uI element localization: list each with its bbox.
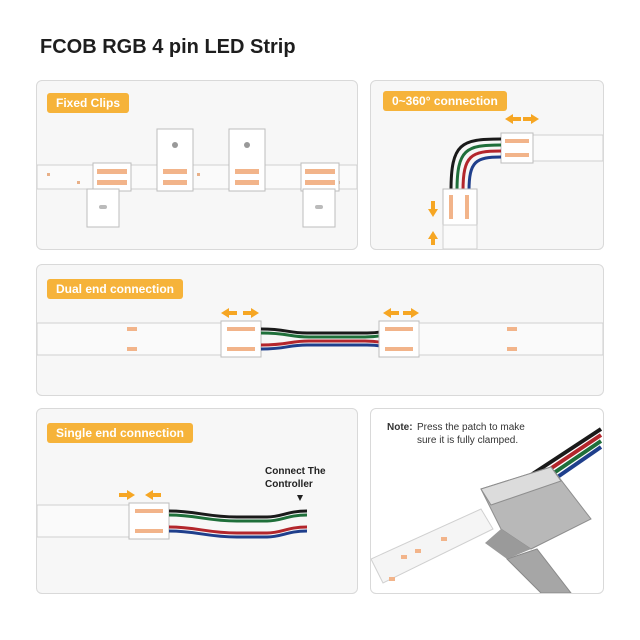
rotation-illustration	[428, 114, 603, 249]
mounting-clip	[228, 128, 266, 192]
fixed-clips-panel: Fixed Clips	[36, 80, 358, 250]
connector-patch	[300, 162, 340, 192]
arrow-icon	[221, 308, 419, 318]
pointer-icon	[297, 495, 303, 501]
dual-end-badge: Dual end connection	[47, 279, 184, 299]
fixed-clips-badge: Fixed Clips	[47, 93, 130, 113]
note-label: Note:	[387, 422, 413, 433]
note-panel: Note: Press the patch to make sure it is…	[370, 408, 604, 594]
single-end-badge: Single end connection	[47, 423, 194, 443]
note-text: Press the patch to make sure it is fully…	[417, 422, 525, 446]
single-end-panel: Single end connection Connect The Contro…	[36, 408, 358, 594]
arrow-icon	[428, 114, 539, 245]
rotation-connection-badge: 0~360° connection	[383, 91, 507, 111]
mounting-clip	[302, 188, 336, 228]
fixed-clips-illustration	[37, 128, 357, 228]
arrow-icon	[119, 490, 161, 500]
page-title: FCOB RGB 4 pin LED Strip	[40, 36, 296, 58]
single-end-illustration	[37, 490, 308, 540]
rotation-connection-panel: 0~360° connection	[370, 80, 604, 250]
connector-patch	[92, 162, 132, 192]
mounting-clip	[86, 188, 120, 228]
mounting-clip	[156, 128, 194, 192]
controller-label: Connect The Controller	[265, 466, 326, 490]
dual-end-panel: Dual end connection	[36, 264, 604, 396]
dual-end-illustration	[37, 308, 603, 358]
note-illustration	[371, 427, 603, 593]
